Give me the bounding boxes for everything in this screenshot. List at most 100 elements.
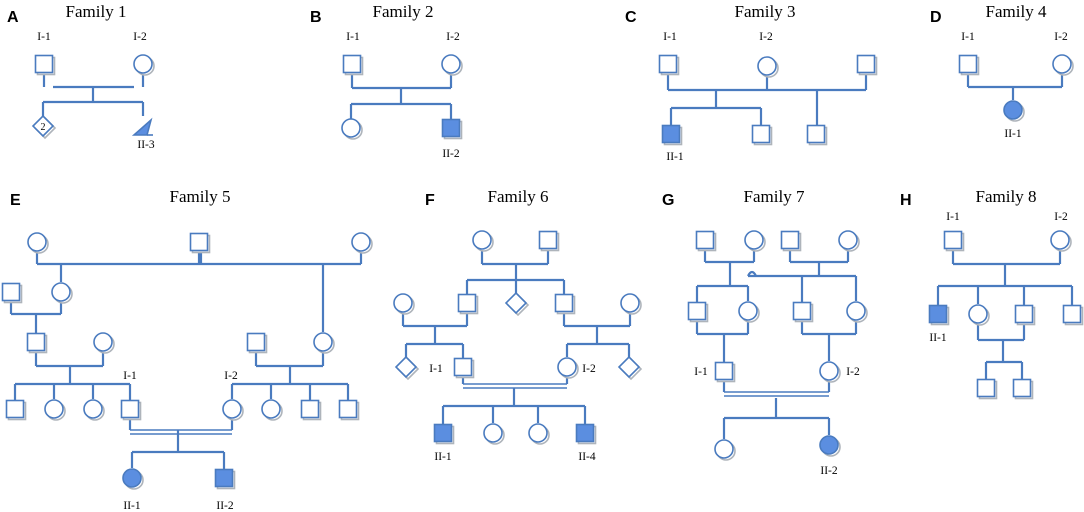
individual-id-label: II-1 xyxy=(666,151,683,163)
individual-square xyxy=(1062,304,1084,326)
individual-square xyxy=(687,301,709,323)
individual-circle xyxy=(846,301,868,323)
individual-square xyxy=(189,232,211,254)
individual-square xyxy=(658,54,680,76)
individual-circle xyxy=(351,232,373,254)
individual-id-label: II-2 xyxy=(442,148,459,160)
individual-circle xyxy=(1003,100,1025,122)
individual-id-label: I-2 xyxy=(582,363,596,375)
individual-square xyxy=(928,304,950,326)
individual-id-label: I-2 xyxy=(846,366,860,378)
individual-circle xyxy=(1052,54,1074,76)
individual-circle xyxy=(44,399,66,421)
individual-circle xyxy=(222,399,244,421)
individual-circle xyxy=(122,468,144,490)
panel-letter: A xyxy=(7,9,19,26)
panel-letter: E xyxy=(10,192,21,209)
individual-circle xyxy=(341,118,363,140)
individual-circle xyxy=(757,56,779,78)
individual-square xyxy=(695,230,717,252)
individual-square xyxy=(5,399,27,421)
family-title: Family 4 xyxy=(986,2,1047,21)
panel-letter: F xyxy=(425,192,435,209)
individual-circle xyxy=(714,439,736,461)
individual-diamond xyxy=(617,355,643,381)
individual-id-label: II-3 xyxy=(137,139,154,151)
individual-square xyxy=(538,230,560,252)
individual-id-label: II-2 xyxy=(820,465,837,477)
individual-id-label: II-1 xyxy=(434,451,451,463)
individual-circle xyxy=(819,435,841,457)
individual-id-label: I-2 xyxy=(1054,211,1068,223)
individual-id-label: II-2 xyxy=(216,500,233,512)
individual-square xyxy=(575,423,597,445)
individual-circle xyxy=(93,332,115,354)
individual-circle xyxy=(819,361,841,383)
individual-circle xyxy=(528,423,550,445)
individual-id-label: I-1 xyxy=(946,211,960,223)
individual-circle xyxy=(393,293,415,315)
panel-letter: H xyxy=(900,192,912,209)
individual-diamond xyxy=(504,291,530,317)
individual-square xyxy=(120,399,142,421)
individual-square xyxy=(792,301,814,323)
individual-count-label: 2 xyxy=(41,122,46,133)
panel-letter: C xyxy=(625,9,637,26)
individual-diamond xyxy=(394,355,420,381)
individual-square xyxy=(958,54,980,76)
individual-circle xyxy=(27,232,49,254)
individual-square xyxy=(976,378,998,400)
line-crossing-hop xyxy=(747,270,757,277)
individual-square xyxy=(1012,378,1034,400)
individual-square xyxy=(342,54,364,76)
individual-square xyxy=(441,118,463,140)
panel-letter: G xyxy=(662,192,674,209)
family-title: Family 2 xyxy=(373,2,434,21)
individual-circle xyxy=(472,230,494,252)
individual-id-label: II-4 xyxy=(578,451,595,463)
individual-circle xyxy=(51,282,73,304)
individual-id-label: I-1 xyxy=(961,31,975,43)
individual-circle xyxy=(838,230,860,252)
individual-id-label: I-1 xyxy=(663,31,677,43)
individual-circle xyxy=(313,332,335,354)
individual-id-label: I-1 xyxy=(429,363,443,375)
individual-square xyxy=(751,124,773,146)
individual-square xyxy=(300,399,322,421)
individual-square xyxy=(661,124,683,146)
family-title: Family 8 xyxy=(976,187,1037,206)
individual-square xyxy=(714,361,736,383)
individual-id-label: I-1 xyxy=(37,31,51,43)
individual-circle xyxy=(261,399,283,421)
family-title: Family 6 xyxy=(488,187,549,206)
individual-circle xyxy=(620,293,642,315)
pedigree-individuals: 2 xyxy=(1,54,1084,490)
individual-square xyxy=(856,54,878,76)
individual-circle xyxy=(968,304,990,326)
individual-id-label: II-1 xyxy=(1004,128,1021,140)
family-title: Family 3 xyxy=(735,2,796,21)
individual-id-label: I-2 xyxy=(224,370,238,382)
individual-circle xyxy=(441,54,463,76)
individual-triangle xyxy=(131,117,153,136)
pedigree-lines xyxy=(9,73,1074,469)
individual-circle xyxy=(483,423,505,445)
individual-id-label: I-1 xyxy=(346,31,360,43)
individual-square xyxy=(26,332,48,354)
individual-id-label: I-2 xyxy=(1054,31,1068,43)
individual-id-label: II-1 xyxy=(929,332,946,344)
individual-circle xyxy=(133,54,155,76)
individual-id-label: I-2 xyxy=(133,31,147,43)
individual-circle xyxy=(83,399,105,421)
family-title: Family 7 xyxy=(744,187,805,206)
individual-square xyxy=(943,230,965,252)
individual-id-label: I-2 xyxy=(759,31,773,43)
individual-id-label: I-2 xyxy=(446,31,460,43)
individual-circle xyxy=(557,357,579,379)
individual-circle xyxy=(744,230,766,252)
individual-circle xyxy=(1050,230,1072,252)
individual-id-label: I-1 xyxy=(123,370,137,382)
panel-letter: D xyxy=(930,9,942,26)
